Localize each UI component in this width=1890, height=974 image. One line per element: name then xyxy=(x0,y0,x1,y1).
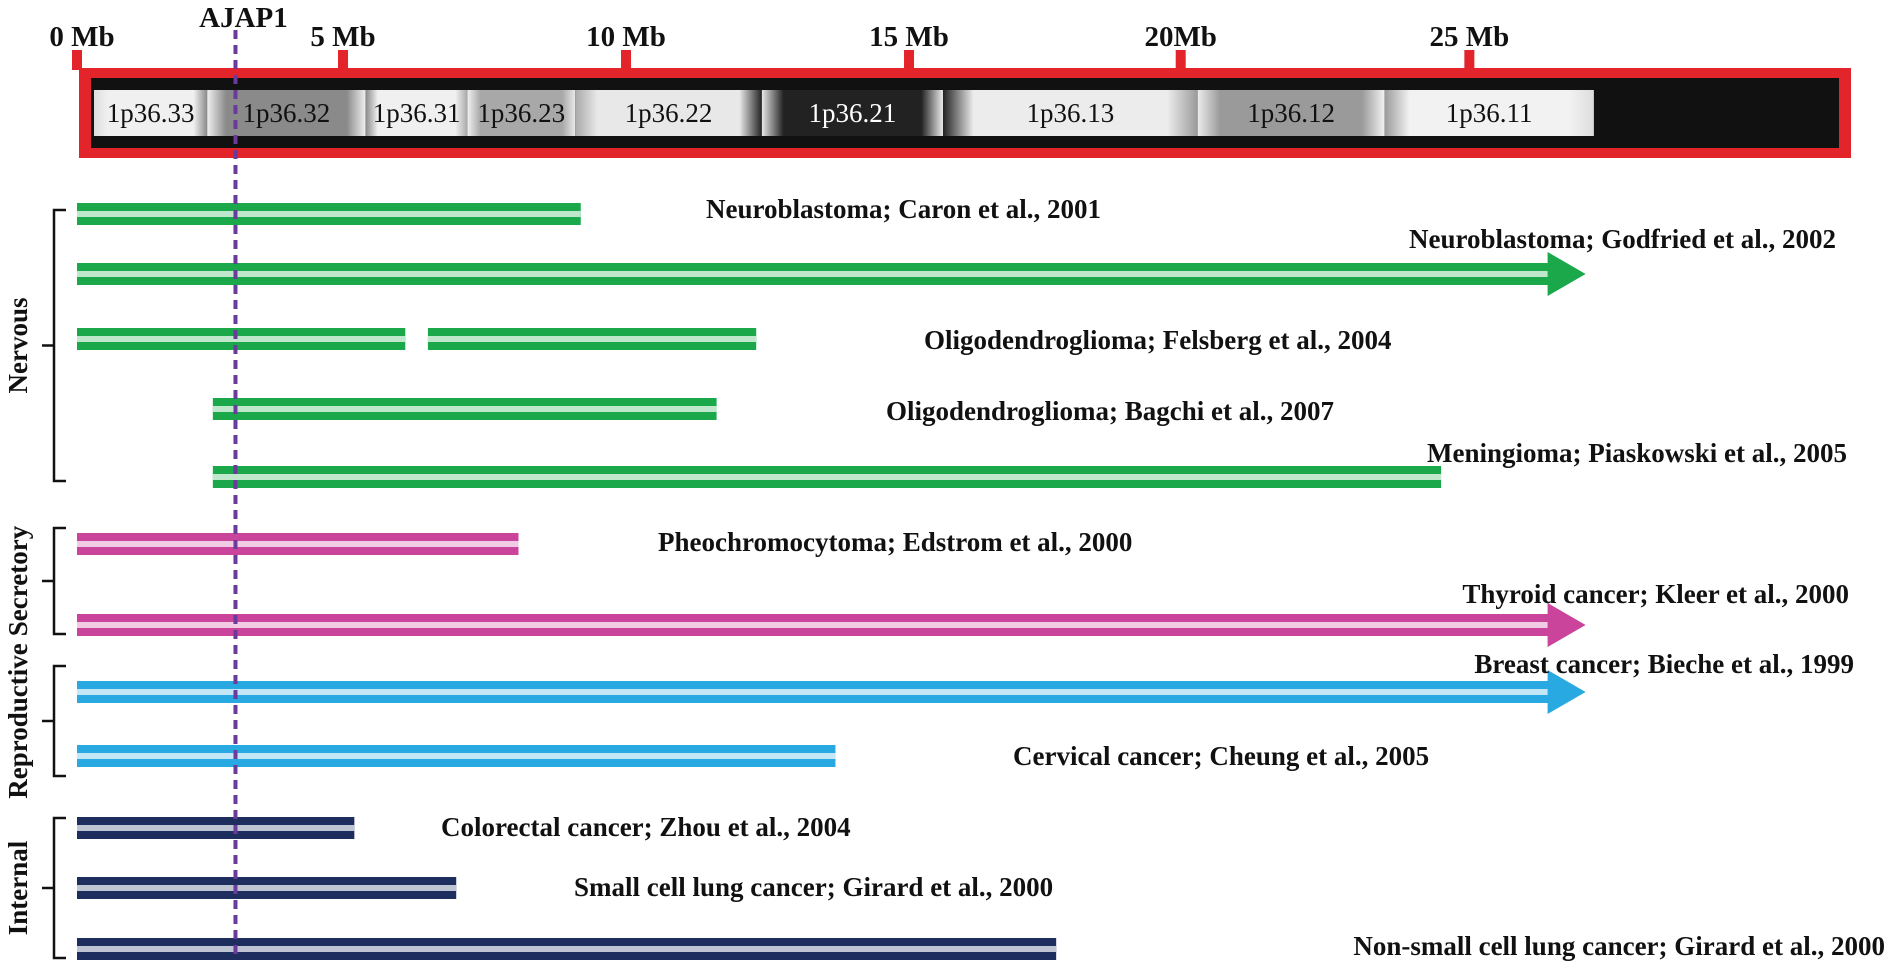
study-label: Pheochromocytoma; Edstrom et al., 2000 xyxy=(658,527,1132,557)
deletion-bar-stripe xyxy=(77,946,1057,952)
chromosome-band-label: 1p36.13 xyxy=(1026,98,1114,128)
deletion-bar-stripe xyxy=(77,541,519,547)
chromosome-band xyxy=(467,90,576,136)
deletion-bar-stripe xyxy=(77,825,355,831)
scale-tick-label: 0 Mb xyxy=(49,21,114,53)
deletion-bar-stripe xyxy=(77,622,1549,628)
arrow-head xyxy=(1547,252,1586,296)
chromosome-band xyxy=(1197,90,1385,136)
scale-tick-label: 10 Mb xyxy=(586,21,666,53)
scale-tick xyxy=(1175,50,1186,70)
study-label: Neuroblastoma; Godfried et al., 2002 xyxy=(1409,224,1836,254)
scale-tick xyxy=(904,50,915,70)
deletion-row: Cervical cancer; Cheung et al., 2005 xyxy=(77,741,1429,771)
deletion-bar-stripe xyxy=(212,474,1442,480)
deletion-row: Oligodendroglioma; Felsberg et al., 2004 xyxy=(77,325,1391,355)
chromosome-band xyxy=(942,90,1198,136)
group-bracket: Secretory xyxy=(3,525,66,636)
scale-tick xyxy=(621,50,632,70)
chromosome-band-label: 1p36.23 xyxy=(477,98,565,128)
deletion-bar-stripe xyxy=(77,753,836,759)
group-bracket: Nervous xyxy=(3,208,66,483)
scale-tick-label: 5 Mb xyxy=(310,21,375,53)
bracket-line xyxy=(42,208,66,483)
bracket-line xyxy=(42,816,66,960)
study-label: Thyroid cancer; Kleer et al., 2000 xyxy=(1462,579,1849,609)
chromosome-band-label: 1p36.11 xyxy=(1446,98,1533,128)
study-label: Oligodendroglioma; Felsberg et al., 2004 xyxy=(924,325,1391,355)
chromosome-band xyxy=(93,90,208,136)
deletion-bar-stripe xyxy=(77,336,406,342)
chromosome-band xyxy=(1384,90,1594,136)
deletion-bar-stripe xyxy=(77,271,1549,277)
bracket-line xyxy=(42,664,66,778)
deletion-bar-stripe xyxy=(77,885,457,891)
chromosome-band xyxy=(365,90,468,136)
study-label: Oligodendroglioma; Bagchi et al., 2007 xyxy=(886,396,1334,426)
chromosome-band-label: 1p36.32 xyxy=(243,98,331,128)
chromosome-ideogram: 1p36.33 1p36.32 1p36.31 1p36.23 1p36.22 1p36.… xyxy=(79,68,1851,158)
group-bracket: Reproductive xyxy=(3,643,66,799)
deletion-bar-stripe xyxy=(212,406,717,412)
deletion-row: Neuroblastoma; Caron et al., 2001 xyxy=(77,194,1101,225)
deletion-row: Small cell lung cancer; Girard et al., 2… xyxy=(77,872,1053,902)
gene-marker: AJAP1 xyxy=(199,2,288,958)
deletion-bar-stripe xyxy=(77,211,581,217)
deletion-row: Colorectal cancer; Zhou et al., 2004 xyxy=(77,812,851,842)
chromosome-band-label: 1p36.22 xyxy=(625,98,713,128)
study-label: Small cell lung cancer; Girard et al., 2… xyxy=(574,872,1053,902)
deletion-row: Breast cancer; Bieche et al., 1999 xyxy=(77,649,1854,714)
chromosome-band-label: 1p36.12 xyxy=(1247,98,1335,128)
chromosome-band xyxy=(761,90,943,136)
scale-ruler: 0 Mb 5 Mb 10 Mb 15 Mb 20Mb 25 Mb xyxy=(49,21,1509,70)
group-label: Reproductive xyxy=(3,643,33,799)
arrow-head xyxy=(1547,603,1586,647)
arrow-head xyxy=(1547,670,1586,714)
study-label: Breast cancer; Bieche et al., 1999 xyxy=(1474,649,1854,679)
group-label: Nervous xyxy=(3,298,33,394)
deletion-row: Thyroid cancer; Kleer et al., 2000 xyxy=(77,579,1849,647)
deletion-row: Neuroblastoma; Godfried et al., 2002 xyxy=(77,224,1836,296)
study-label: Colorectal cancer; Zhou et al., 2004 xyxy=(441,812,851,842)
scale-tick-label: 15 Mb xyxy=(869,21,949,53)
chromosome-band-label: 1p36.33 xyxy=(107,98,195,128)
bracket-line xyxy=(42,526,66,636)
deletion-bars: Neuroblastoma; Caron et al., 2001Neurobl… xyxy=(77,194,1885,961)
chromosome-band-label: 1p36.31 xyxy=(373,98,461,128)
scale-tick-label: 20Mb xyxy=(1144,21,1217,53)
study-label: Cervical cancer; Cheung et al., 2005 xyxy=(1013,741,1429,771)
scale-tick-label: 25 Mb xyxy=(1429,21,1509,53)
deletion-row: Meningioma; Piaskowski et al., 2005 xyxy=(212,438,1847,488)
group-label: Internal xyxy=(3,840,33,935)
scale-tick xyxy=(1464,50,1475,70)
deletion-bar-stripe xyxy=(427,336,757,342)
deletion-bar-stripe xyxy=(77,689,1549,695)
study-label: Meningioma; Piaskowski et al., 2005 xyxy=(1427,438,1847,468)
scale-tick xyxy=(72,50,82,70)
group-bracket: Internal xyxy=(3,816,66,960)
study-label: Neuroblastoma; Caron et al., 2001 xyxy=(706,194,1101,224)
deletion-row: Oligodendroglioma; Bagchi et al., 2007 xyxy=(212,396,1334,426)
scale-tick xyxy=(338,50,349,70)
group-label: Secretory xyxy=(3,525,33,636)
chromosome-band xyxy=(575,90,762,136)
gene-label: AJAP1 xyxy=(199,2,288,34)
deletion-row: Pheochromocytoma; Edstrom et al., 2000 xyxy=(77,527,1132,557)
study-label: Non-small cell lung cancer; Girard et al… xyxy=(1353,931,1885,961)
chromosome-band-label: 1p36.21 xyxy=(809,98,897,128)
deletion-row: Non-small cell lung cancer; Girard et al… xyxy=(77,931,1885,961)
